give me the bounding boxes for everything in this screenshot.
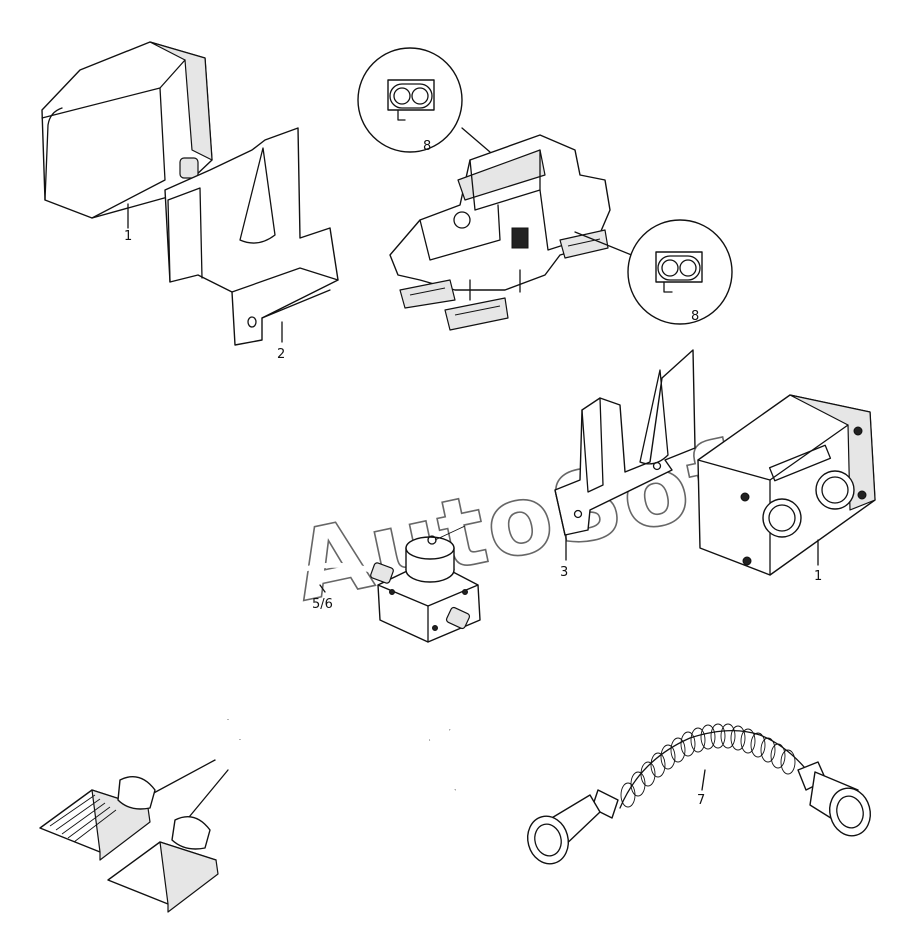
callout-sensor-housing: 1 (124, 229, 132, 244)
callout-control-box: 1 (814, 569, 822, 584)
callout-bracket-lower: 3 (560, 565, 568, 580)
bracket-part-upper (164, 127, 339, 346)
callout-decal-upper: 8 (423, 139, 431, 154)
milling-machine-illustration (389, 127, 635, 331)
callout-cable-harness: 5/6 (312, 597, 333, 612)
callout-coiled-cable: 7 (697, 793, 705, 808)
cable-harness-part (39, 525, 501, 913)
decal-detail-upper (357, 47, 463, 153)
sensor-housing-part (41, 41, 213, 229)
bracket-part-lower (554, 349, 696, 561)
callout-decal-lower: 8 (691, 309, 699, 324)
coiled-cable-part (527, 723, 871, 865)
control-box-part (697, 394, 876, 576)
callout-bracket-upper: 2 (277, 347, 285, 362)
decal-detail-lower (627, 219, 733, 325)
